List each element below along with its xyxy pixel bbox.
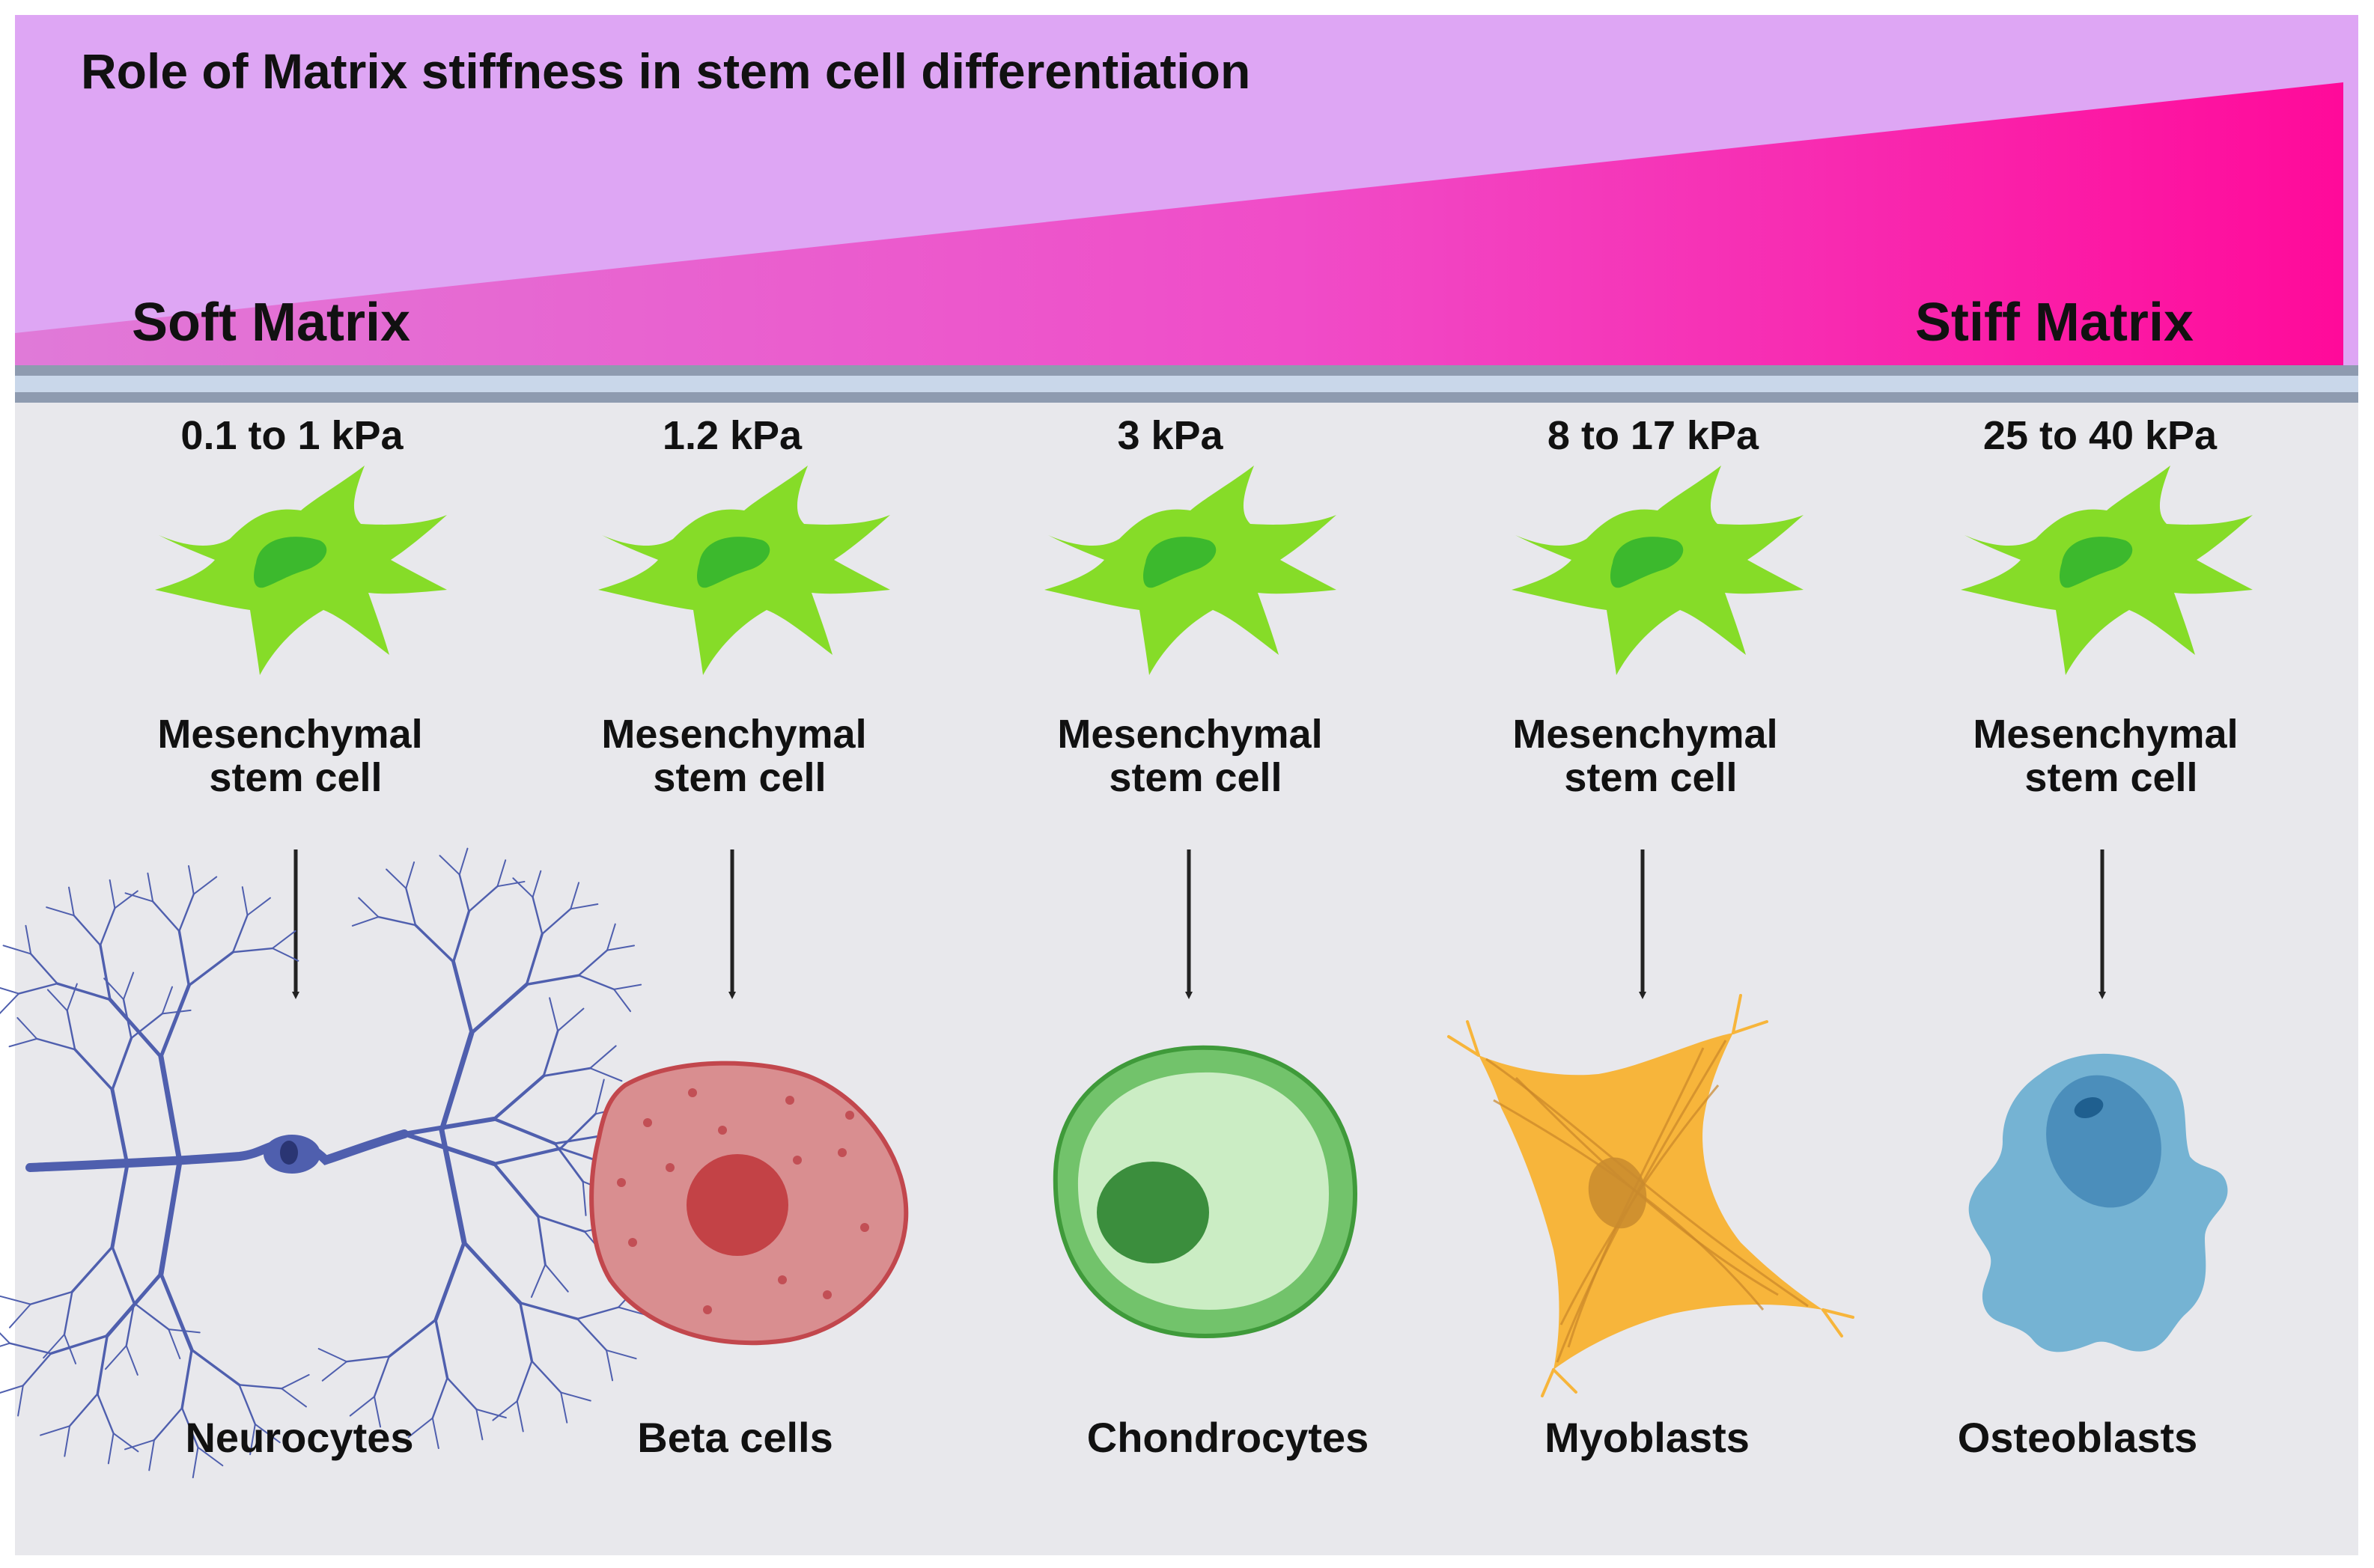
stiffness-label: 1.2 kPa bbox=[663, 413, 803, 458]
stiffness-label: 25 to 40 kPa bbox=[1983, 413, 2218, 458]
mesenchymal-stem-cell-icon bbox=[1512, 466, 1804, 675]
stem-cell-nucleus bbox=[1143, 537, 1217, 588]
matrix-rail-top bbox=[15, 365, 2358, 376]
neuron-icon bbox=[0, 847, 649, 1479]
stem-cell-nucleus bbox=[2060, 537, 2133, 588]
stiffness-gradient-wedge bbox=[15, 82, 2343, 367]
column-1: 0.1 to 1 kPa Mesenchymal stem cell Neuro… bbox=[0, 413, 649, 1479]
osteoblast-icon bbox=[1968, 1053, 2228, 1352]
stem-cell-nucleus bbox=[254, 537, 327, 588]
matrix-rail-bottom bbox=[15, 392, 2358, 403]
mesenchymal-stem-cell-icon bbox=[1961, 466, 2253, 675]
stiffness-label: 8 to 17 kPa bbox=[1547, 413, 1759, 458]
stem-cell-nucleus bbox=[1610, 537, 1684, 588]
target-cell-label: Myoblasts bbox=[1544, 1414, 1750, 1461]
soft-matrix-label: Soft Matrix bbox=[132, 293, 410, 353]
source-cell-label: Mesenchymal stem cell bbox=[601, 712, 877, 800]
mesenchymal-stem-cell-icon bbox=[155, 466, 447, 675]
column-3: 3 kPa Mesenchymal stem cell Chondrocytes bbox=[1044, 413, 1369, 1461]
beta-cell-icon bbox=[589, 1061, 909, 1346]
stiffness-label: 0.1 to 1 kPa bbox=[180, 413, 404, 458]
target-cell-label: Beta cells bbox=[637, 1414, 833, 1461]
target-cell-label: Osteoblasts bbox=[1958, 1414, 2198, 1461]
column-4: 8 to 17 kPa Mesenchymal stem cell Myobla… bbox=[1447, 413, 1854, 1461]
matrix-rail-middle bbox=[15, 376, 2358, 392]
stiff-matrix-label: Stiff Matrix bbox=[1915, 293, 2194, 353]
column-2: 1.2 kPa Mesenchymal stem cell Beta cells bbox=[589, 413, 909, 1461]
mesenchymal-stem-cell-icon bbox=[1044, 466, 1336, 675]
source-cell-label: Mesenchymal stem cell bbox=[1512, 712, 1789, 800]
target-cell-label: Neurocytes bbox=[185, 1414, 413, 1461]
source-cell-label: Mesenchymal stem cell bbox=[157, 712, 433, 800]
chondrocyte-icon bbox=[1053, 1045, 1358, 1339]
diagram-title: Role of Matrix stiffness in stem cell di… bbox=[81, 43, 1250, 99]
column-5: 25 to 40 kPa Mesenchymal stem cell Osteo… bbox=[1958, 413, 2253, 1461]
source-cell-label: Mesenchymal stem cell bbox=[1973, 712, 2249, 800]
stem-cell-nucleus bbox=[697, 537, 770, 588]
myoblast-icon bbox=[1447, 994, 1854, 1397]
target-cell-label: Chondrocytes bbox=[1087, 1414, 1369, 1461]
source-cell-label: Mesenchymal stem cell bbox=[1057, 712, 1333, 800]
mesenchymal-stem-cell-icon bbox=[598, 466, 890, 675]
stiffness-label: 3 kPa bbox=[1117, 413, 1223, 458]
